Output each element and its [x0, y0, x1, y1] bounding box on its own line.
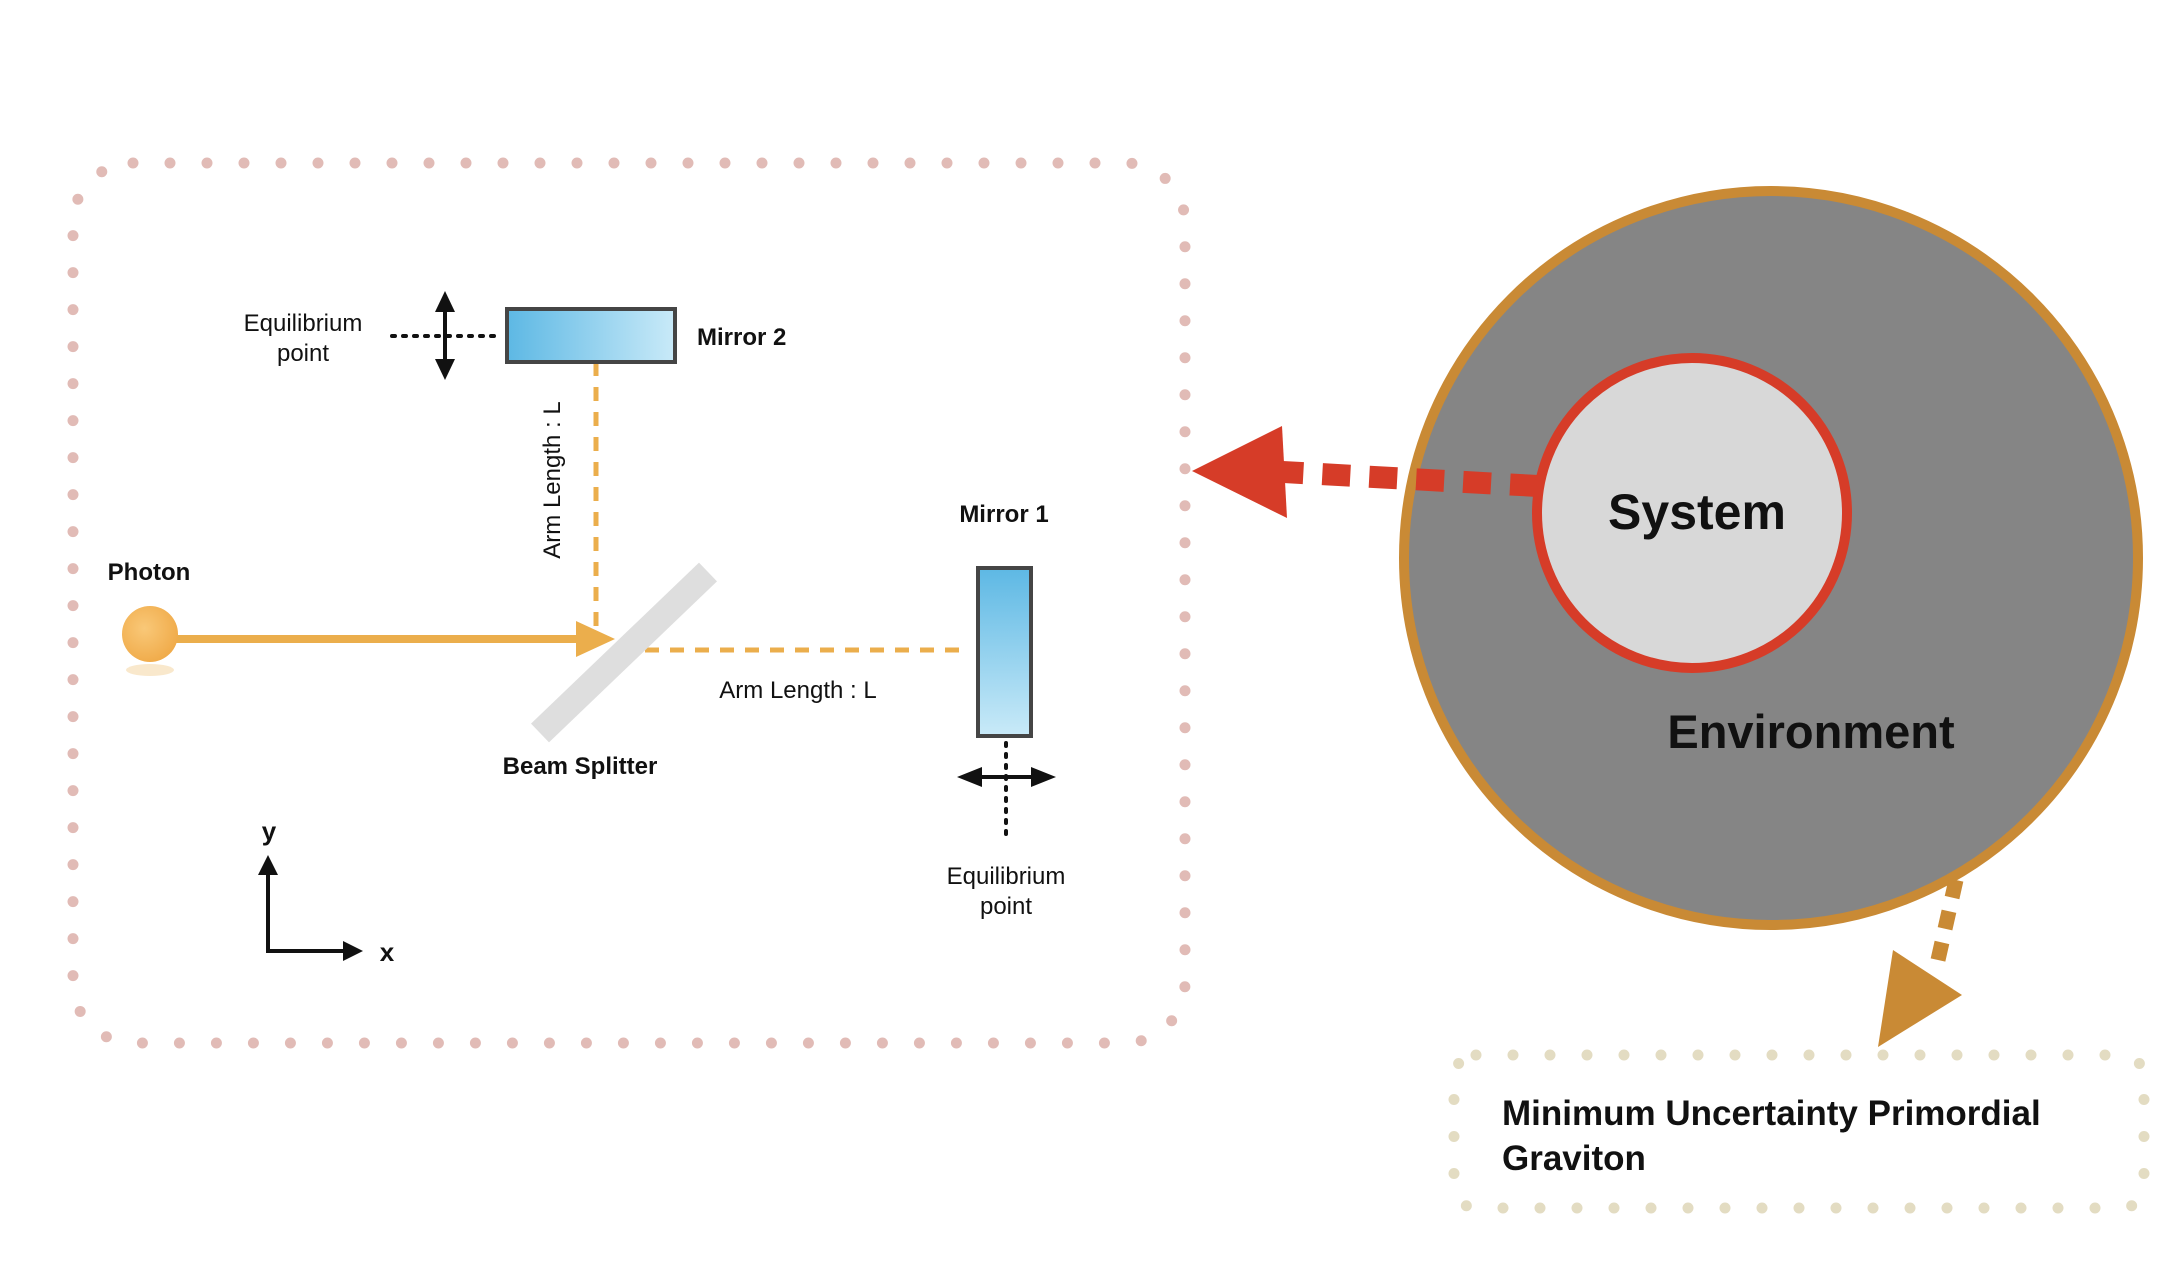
photon-label: Photon — [108, 559, 191, 586]
mirror-1-arrow-left — [957, 767, 982, 787]
mirror-2 — [505, 307, 677, 364]
mirror-1-arrow-right — [1031, 767, 1056, 787]
mirror-1 — [976, 566, 1033, 738]
graviton-label-line1: Minimum Uncertainty Primordial — [1502, 1094, 2041, 1133]
interferometer-box — [67, 157, 1191, 1049]
x-axis-arrowhead — [343, 941, 363, 961]
y-axis-arrowhead — [258, 855, 278, 875]
equilibrium-right-label-line1: Equilibrium — [947, 863, 1066, 890]
environment-label: Environment — [1667, 705, 1955, 758]
system-circle — [1532, 353, 1852, 673]
axes-lines — [266, 872, 346, 953]
graviton-arrow-shaft — [1930, 878, 1964, 962]
mirror-1-label: Mirror 1 — [959, 501, 1048, 528]
graviton-box — [1448, 1049, 2150, 1214]
mirror-2-label: Mirror 2 — [697, 324, 786, 351]
arm-length-horizontal-label: Arm Length : L — [719, 677, 876, 704]
system-arrowhead — [1192, 426, 1287, 518]
equilibrium-top-label-line1: Equilibrium — [244, 310, 363, 337]
graviton-label-line2: Graviton — [1502, 1139, 1646, 1178]
beam-splitter — [531, 562, 717, 743]
photon-beam-arrowhead — [576, 621, 615, 657]
mirror-2-arrow-up — [435, 291, 455, 312]
photon-shadow — [126, 664, 174, 676]
mirror-2-arrow-down — [435, 359, 455, 380]
y-axis-label: y — [262, 816, 277, 846]
graviton-arrowhead — [1878, 950, 1962, 1047]
equilibrium-top-label-line2: point — [277, 340, 329, 367]
x-axis-label: x — [380, 937, 395, 967]
photon — [122, 606, 178, 662]
system-label: System — [1608, 484, 1786, 540]
arm-length-vertical-label: Arm Length : L — [539, 401, 566, 558]
beam-splitter-label: Beam Splitter — [503, 753, 658, 780]
equilibrium-right-label-line2: point — [980, 893, 1032, 920]
